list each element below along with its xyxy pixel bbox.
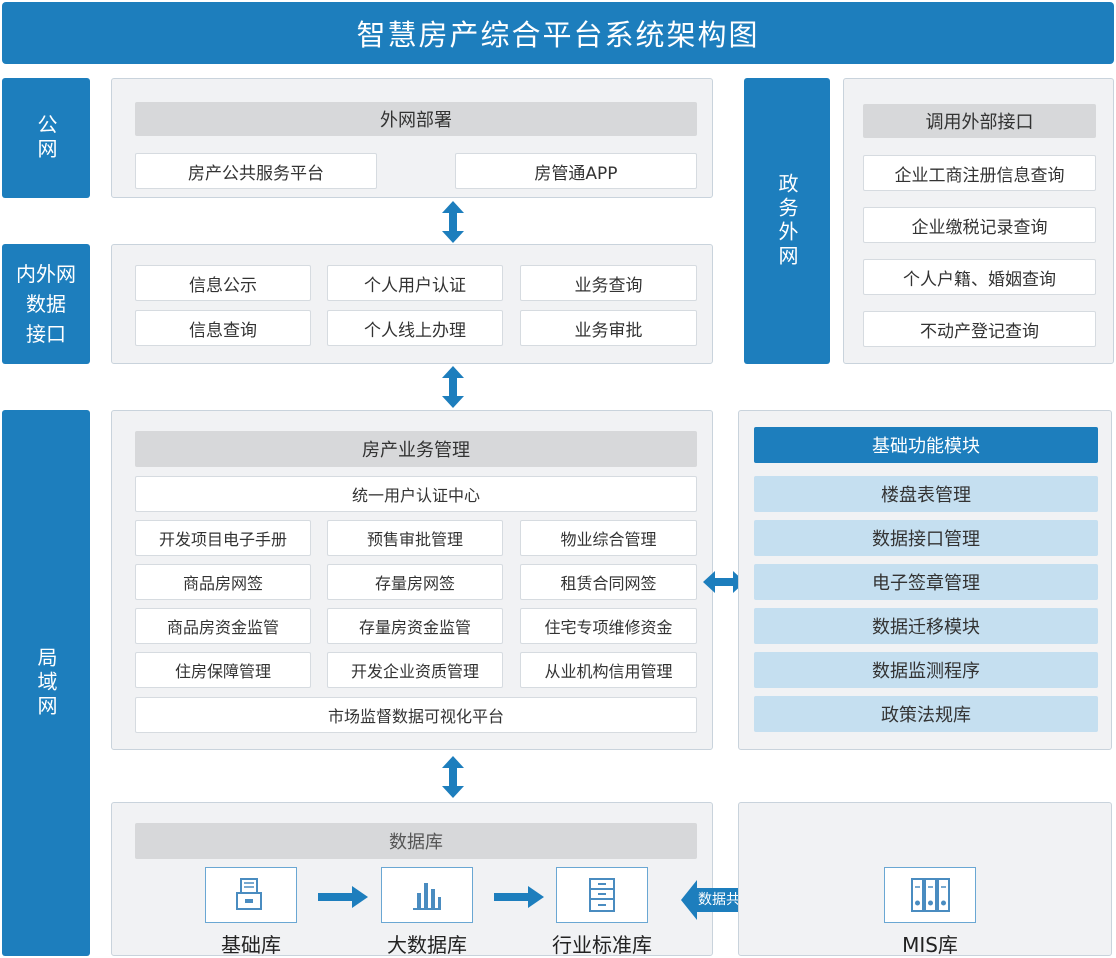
gov-network-label: 政务外网 xyxy=(744,78,830,364)
public-network-label: 公网 xyxy=(2,78,90,198)
external-item-app: 房管通APP xyxy=(455,153,697,189)
business-item: 住房保障管理 xyxy=(135,652,311,688)
business-item: 存量房资金监管 xyxy=(327,608,503,644)
gov-item: 个人户籍、婚姻查询 xyxy=(863,259,1096,295)
basic-item: 数据监测程序 xyxy=(754,652,1098,688)
arrow-updown-icon xyxy=(442,756,464,798)
interface-item: 个人线上办理 xyxy=(327,310,503,346)
bar-chart-icon xyxy=(381,867,473,923)
interface-item: 信息公示 xyxy=(135,265,311,301)
interface-label: 内外网 数据 接口 xyxy=(2,244,90,364)
business-item: 开发项目电子手册 xyxy=(135,520,311,556)
db-label-big-data: 大数据库 xyxy=(387,933,467,957)
gov-item: 企业缴税记录查询 xyxy=(863,207,1096,243)
db-label-industry: 行业标准库 xyxy=(552,933,652,957)
basic-item: 楼盘表管理 xyxy=(754,476,1098,512)
page-title: 智慧房产综合平台系统架构图 xyxy=(2,2,1114,64)
arrow-right-icon xyxy=(318,886,368,908)
business-item: 预售审批管理 xyxy=(327,520,503,556)
visualization-platform: 市场监督数据可视化平台 xyxy=(135,697,697,733)
interface-item: 信息查询 xyxy=(135,310,311,346)
business-item: 开发企业资质管理 xyxy=(327,652,503,688)
business-item: 存量房网签 xyxy=(327,564,503,600)
basic-item: 政策法规库 xyxy=(754,696,1098,732)
gov-item: 不动产登记查询 xyxy=(863,311,1096,347)
arrow-right-icon xyxy=(494,886,544,908)
basic-header: 基础功能模块 xyxy=(754,427,1098,463)
interface-item: 业务审批 xyxy=(520,310,697,346)
business-item: 商品房资金监管 xyxy=(135,608,311,644)
database-header: 数据库 xyxy=(135,823,697,859)
interface-label-line-2: 数据 xyxy=(26,292,66,316)
basic-item: 数据迁移模块 xyxy=(754,608,1098,644)
business-item: 商品房网签 xyxy=(135,564,311,600)
external-item-public-platform: 房产公共服务平台 xyxy=(135,153,377,189)
arrow-updown-icon xyxy=(442,201,464,243)
arrow-updown-icon xyxy=(442,366,464,408)
interface-label-line-1: 内外网 xyxy=(16,262,76,286)
interface-panel xyxy=(111,244,713,364)
interface-item: 个人用户认证 xyxy=(327,265,503,301)
gov-item: 企业工商注册信息查询 xyxy=(863,155,1096,191)
drawer-cabinet-icon xyxy=(556,867,648,923)
file-cabinet-icon xyxy=(205,867,297,923)
business-header: 房产业务管理 xyxy=(135,431,697,467)
interface-item: 业务查询 xyxy=(520,265,697,301)
interface-label-line-3: 接口 xyxy=(26,322,66,346)
gov-header: 调用外部接口 xyxy=(863,104,1096,138)
db-label-basic: 基础库 xyxy=(221,933,281,957)
business-item: 租赁合同网签 xyxy=(520,564,697,600)
auth-center: 统一用户认证中心 xyxy=(135,476,697,512)
db-label-mis: MIS库 xyxy=(902,933,958,957)
basic-item: 电子签章管理 xyxy=(754,564,1098,600)
lan-label: 局域网 xyxy=(2,410,90,956)
arrow-leftright-icon xyxy=(703,571,745,593)
basic-item: 数据接口管理 xyxy=(754,520,1098,556)
business-item: 住宅专项维修资金 xyxy=(520,608,697,644)
binders-icon xyxy=(884,867,976,923)
external-header: 外网部署 xyxy=(135,102,697,136)
business-item: 物业综合管理 xyxy=(520,520,697,556)
business-item: 从业机构信用管理 xyxy=(520,652,697,688)
